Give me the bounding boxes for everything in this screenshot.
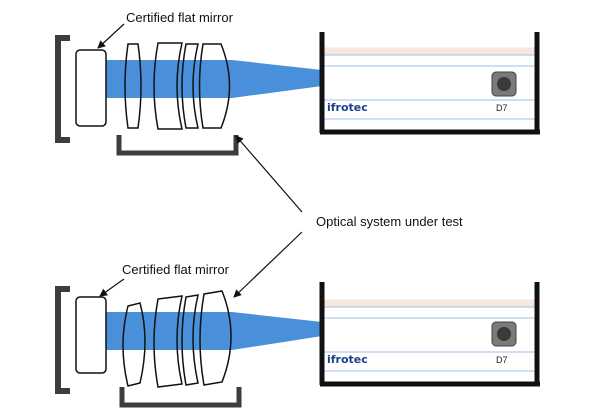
interferometer-top: [319, 32, 540, 135]
lens-element-3: [181, 43, 199, 129]
brand-logo-top: ifrotec: [327, 101, 368, 114]
label-system-under-test: Optical system under test: [316, 214, 463, 229]
model-label-top: D7: [496, 103, 508, 113]
lens-element-2-tilted: [153, 295, 183, 388]
flat-mirror-bottom: [75, 296, 107, 374]
instrument-top-band: [322, 48, 537, 55]
lens-element-3-tilted: [181, 294, 199, 386]
lens-element-1-tilted: [122, 302, 146, 387]
arrow-mirror-bottom: [99, 278, 125, 297]
mirror-bracket-bottom: [55, 286, 70, 394]
beam-bottom: [96, 312, 322, 350]
lens-element-4-tilted: [199, 290, 232, 386]
beam-top: [96, 60, 322, 98]
lens-element-2: [153, 42, 183, 130]
aperture-lens: [497, 77, 511, 91]
aperture-lens: [497, 327, 511, 341]
model-label-bottom: D7: [496, 355, 508, 365]
label-mirror-bottom: Certified flat mirror: [122, 262, 229, 277]
instrument-top-band: [322, 300, 537, 307]
lens-element-4: [198, 43, 231, 129]
brand-logo-bottom: ifrotec: [327, 353, 368, 366]
lens-stand-bottom: [119, 387, 242, 408]
arrow-system-top: [235, 135, 303, 213]
setup-bottom: [55, 282, 540, 408]
arrow-mirror-top: [97, 23, 125, 49]
lens-element-1: [124, 43, 142, 129]
interferometer-bottom: [319, 282, 540, 387]
label-mirror-top: Certified flat mirror: [126, 10, 233, 25]
lens-stand-top: [116, 135, 239, 156]
mirror-bracket-top: [55, 35, 70, 143]
setup-top: [55, 32, 540, 156]
arrow-system-bottom: [233, 231, 303, 298]
flat-mirror-top: [75, 49, 107, 127]
